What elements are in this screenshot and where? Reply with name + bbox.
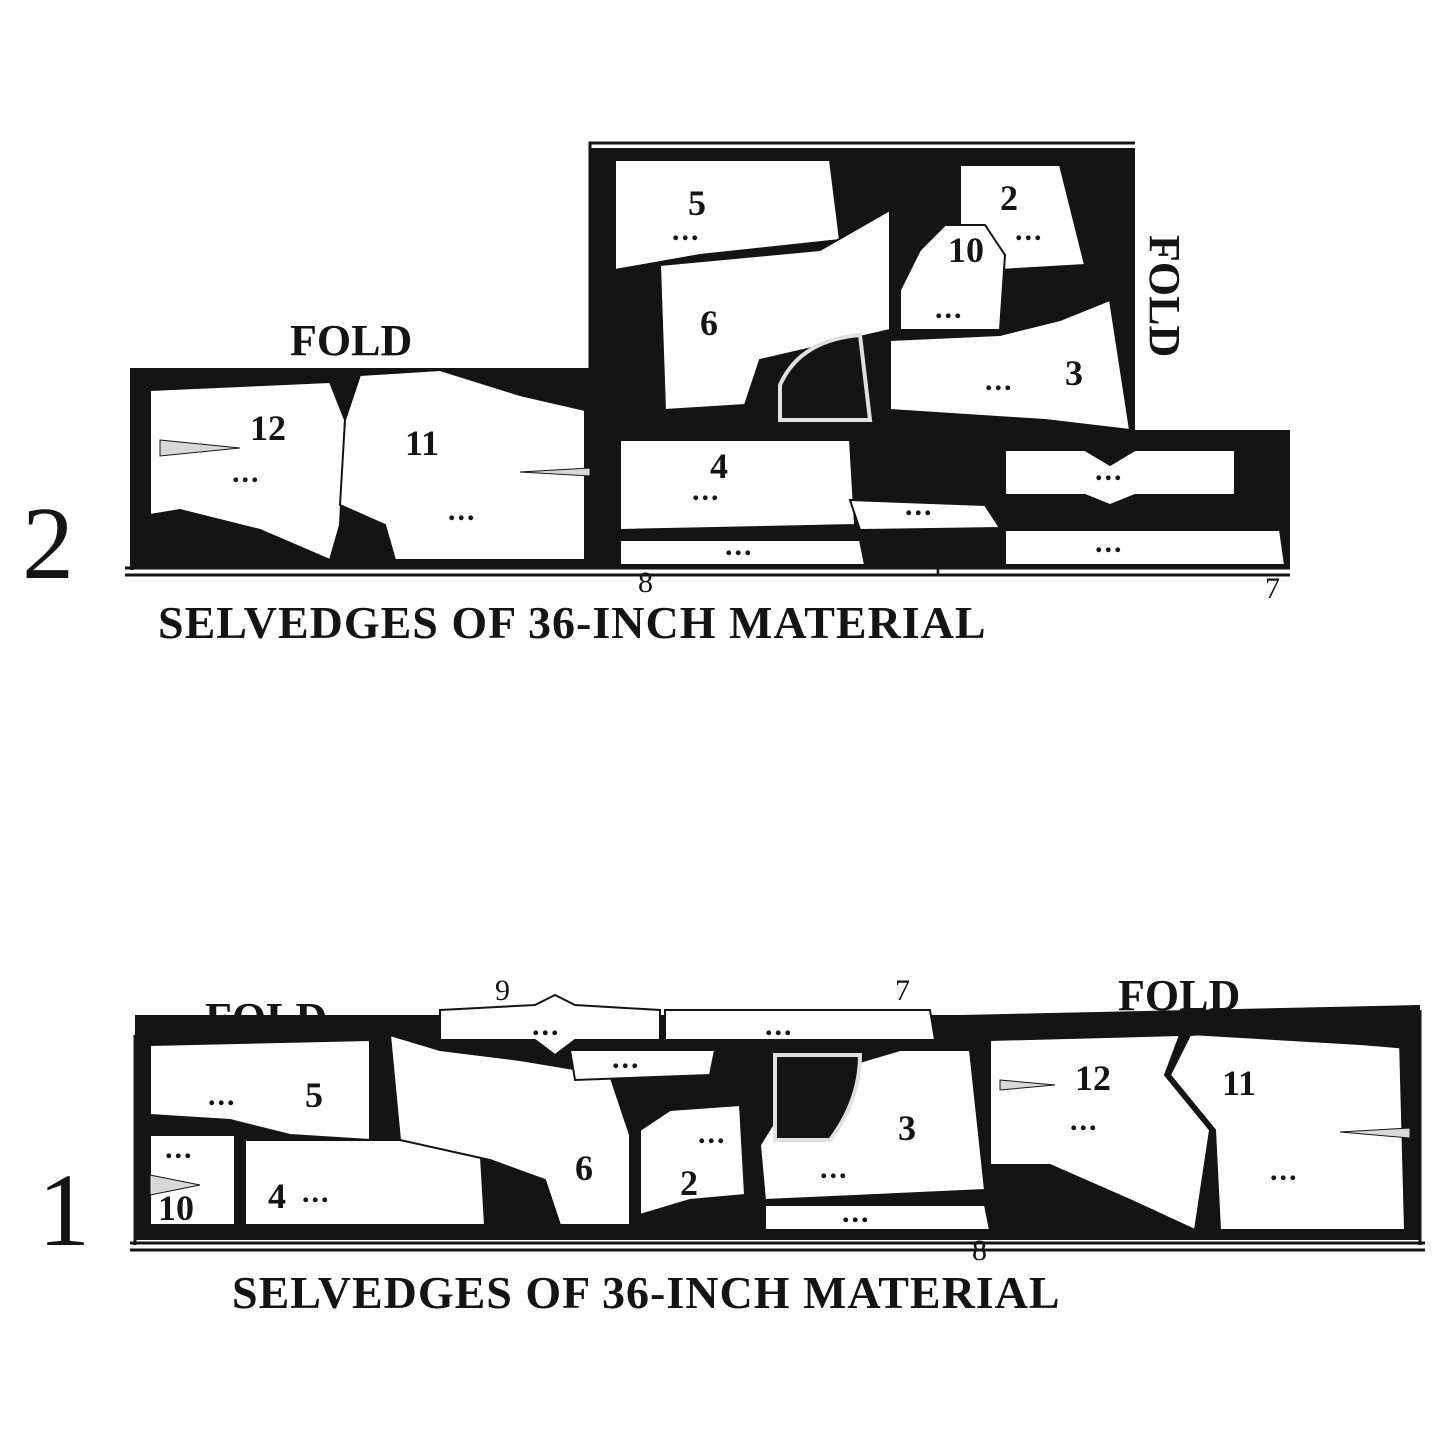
- notch-marks: ...: [698, 1117, 727, 1150]
- piece-number-11: 11: [405, 423, 439, 463]
- notch-marks: ...: [302, 1176, 331, 1209]
- notch-marks: ...: [1015, 214, 1044, 247]
- notch-marks: ...: [842, 1196, 871, 1229]
- piece-number-2: 2: [680, 1163, 698, 1203]
- fold-label-right: FOLD: [1118, 971, 1240, 1020]
- notch-marks: ...: [532, 1009, 561, 1042]
- piece-number-9: 9: [1248, 452, 1263, 485]
- notch-marks: ...: [1095, 454, 1124, 487]
- piece-number-12: 12: [250, 408, 286, 448]
- selvedge-caption: SELVEDGES OF 36-INCH MATERIAL: [232, 1267, 1061, 1318]
- piece-number-5: 5: [305, 1075, 323, 1115]
- piece-3: [889, 298, 1132, 432]
- notch-marks: ...: [820, 1152, 849, 1185]
- piece-6: [388, 1033, 631, 1226]
- notch-marks: ...: [1270, 1154, 1299, 1187]
- pin-marker: [1339, 1127, 1411, 1139]
- piece-8: [764, 1204, 992, 1231]
- notch-marks: ...: [905, 489, 934, 522]
- pin-marker: [999, 1079, 1056, 1091]
- piece-number-3: 3: [898, 1108, 916, 1148]
- notch-marks: ...: [1070, 1104, 1099, 1137]
- piece-number-2: 2: [1000, 178, 1018, 218]
- layout-1-fold-band: [960, 1005, 1420, 1050]
- piece-number-5: 5: [688, 183, 706, 223]
- piece-2: [639, 1103, 747, 1217]
- notch-marks: ...: [765, 1009, 794, 1042]
- selvedge-caption: SELVEDGES OF 36-INCH MATERIAL: [158, 597, 987, 648]
- piece-7: [664, 1009, 937, 1041]
- piece-collar-outline: [773, 1053, 863, 1142]
- piece-7: [1004, 529, 1287, 566]
- layout-2: 5 ... 6 2 ... 10 ... 3 ... 12 ... 11 ...…: [22, 141, 1290, 648]
- piece-number-6: 6: [575, 1148, 593, 1188]
- piece-number-3: 3: [1065, 353, 1083, 393]
- fold-label-top: FOLD: [290, 316, 412, 365]
- piece-8: [619, 539, 867, 566]
- piece-9: [439, 993, 661, 1057]
- pin-marker: [159, 439, 241, 457]
- fold-label-left: FOLD: [205, 994, 327, 1043]
- piece-number-1: 1: [930, 549, 945, 582]
- notch-marks: ...: [208, 1079, 237, 1112]
- notch-marks: ...: [232, 456, 261, 489]
- notch-marks: ...: [692, 474, 721, 507]
- notch-marks: ...: [448, 494, 477, 527]
- piece-1: [568, 1049, 717, 1082]
- piece-number-12: 12: [1075, 1058, 1111, 1098]
- piece-1: [848, 498, 1002, 532]
- piece-12: [149, 380, 347, 562]
- pin-marker: [519, 467, 591, 477]
- piece-number-7: 7: [1265, 572, 1280, 605]
- layout-number: 2: [22, 486, 74, 601]
- piece-number-4: 4: [268, 1176, 286, 1216]
- piece-number-9: 9: [495, 974, 510, 1007]
- piece-11: [338, 368, 586, 561]
- layout-number: 1: [38, 1153, 90, 1268]
- piece-number-10: 10: [158, 1188, 194, 1228]
- notch-marks: ...: [725, 529, 754, 562]
- piece-collar-outline: [778, 332, 873, 422]
- piece-4: [619, 439, 857, 532]
- layout-1: ... 5 ... 10 4 ... 6 ... 2 3 ... ... 12 …: [38, 971, 1425, 1318]
- piece-9: [1004, 449, 1236, 507]
- piece-5: [614, 159, 842, 272]
- piece-number-7: 7: [895, 974, 910, 1007]
- notch-marks: ...: [985, 364, 1014, 397]
- fold-label-right: FOLD: [1140, 235, 1189, 357]
- layout-2-selvedge-top-right: [588, 141, 1135, 568]
- piece-10: [899, 224, 1007, 331]
- notch-marks: ...: [672, 214, 701, 247]
- piece-number-6: 6: [700, 303, 718, 343]
- notch-marks: ...: [612, 1042, 641, 1075]
- notch-marks: ...: [1095, 526, 1124, 559]
- piece-number-4: 4: [710, 446, 728, 486]
- piece-number-11: 11: [1222, 1063, 1256, 1103]
- piece-5: [149, 1038, 371, 1142]
- pin-marker: [149, 1174, 201, 1196]
- piece-number-8: 8: [972, 1234, 987, 1267]
- notch-marks: ...: [935, 292, 964, 325]
- piece-number-8: 8: [638, 566, 653, 599]
- piece-number-10: 10: [948, 230, 984, 270]
- notch-marks: ...: [165, 1132, 194, 1165]
